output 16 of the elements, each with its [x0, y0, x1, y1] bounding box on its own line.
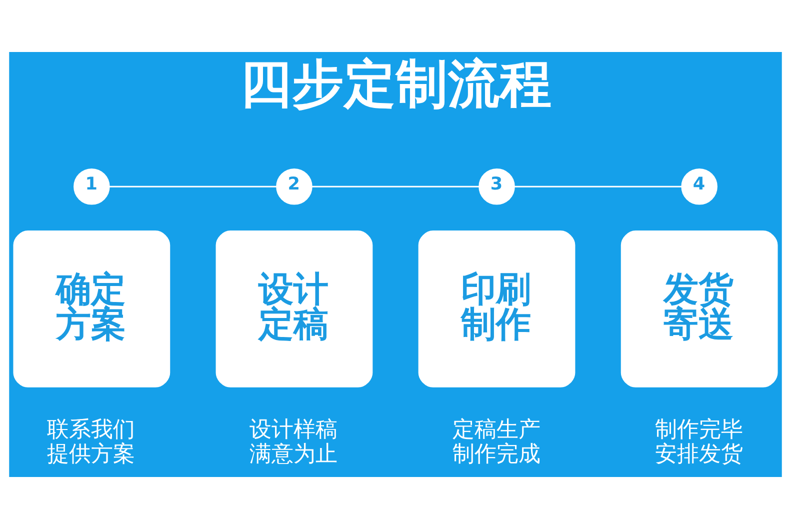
connector [108, 185, 276, 187]
node-box: 印刷制作 [418, 230, 575, 387]
node-label: 设计样稿满意为止 [249, 416, 338, 466]
node-label: 制作完毕安排发货 [654, 416, 742, 466]
node-box: 确定方案 [12, 230, 170, 387]
node-circle: 1 [73, 168, 110, 204]
node-circle: 2 [276, 168, 312, 204]
node-label: 联系我们提供方案 [46, 416, 135, 466]
diagram-title: 四步定制流程 [239, 54, 552, 114]
node-box: 发货寄送 [620, 230, 778, 387]
node-circle: 4 [680, 168, 717, 204]
connector [514, 185, 682, 187]
connector [312, 185, 479, 187]
node-label: 定稿生产制作完成 [452, 416, 540, 466]
node-box: 设计定稿 [215, 230, 372, 387]
node-circle: 3 [478, 168, 514, 204]
